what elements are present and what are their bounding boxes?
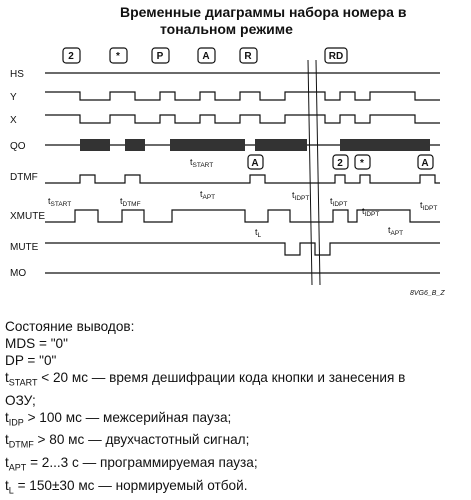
signal-label-mo: MO — [10, 268, 26, 279]
key-box-a — [197, 47, 216, 64]
break-mark — [307, 59, 321, 286]
signal-label-dtmf: DTMF — [10, 172, 38, 183]
qo-burst — [340, 139, 430, 151]
signal-label-xmute: XMUTE — [10, 211, 45, 222]
label-t-idpt-1: tIDPT — [292, 190, 309, 202]
dtmf-key-box-a — [247, 154, 264, 170]
key-star: * — [116, 51, 120, 62]
key-box-star — [109, 47, 128, 64]
mute-waveform — [45, 242, 440, 256]
key-a: A — [202, 51, 209, 62]
signal-label-hs: HS — [10, 69, 24, 80]
label-t-start-2: tSTART — [190, 157, 213, 169]
notes-mds: MDS = "0" — [5, 336, 68, 351]
label-t-l: tL — [255, 227, 262, 239]
key-box-2 — [62, 47, 81, 64]
title-line-1: Временные диаграммы набора номера в — [120, 4, 407, 20]
label-t-apt-2: tAPT — [388, 225, 403, 237]
dtmf-key-a2: A — [421, 158, 428, 169]
signal-label-y: Y — [10, 92, 17, 103]
notes-t-dtmf: tDTMF > 80 мс — двухчастотный сигнал; — [5, 432, 250, 451]
dtmf-waveform — [45, 174, 440, 184]
signal-label-qo: QO — [10, 141, 26, 152]
notes-heading: Состояние выводов: — [5, 319, 135, 334]
dtmf-key-a: A — [251, 158, 258, 169]
xmute-waveform — [45, 209, 440, 223]
notes-t-apt: tAPT = 2...3 с — программируемая пауза; — [5, 455, 258, 473]
key-box-p — [151, 47, 170, 64]
figure-code: 8VG6_B_Z — [410, 290, 445, 297]
label-t-start-1: tSTART — [48, 196, 71, 208]
key-2: 2 — [68, 51, 74, 62]
dtmf-key-2: 2 — [337, 158, 343, 169]
key-r: R — [244, 51, 252, 62]
notes-block: Состояние выводов: MDS = "0" DP = "0" tS… — [5, 318, 467, 500]
dtmf-key-box-a2 — [417, 154, 434, 170]
key-box-rd — [324, 47, 348, 64]
label-t-idpt-3: tIDPT — [362, 206, 379, 218]
diagram-title: Временные диаграммы набора номера в тона… — [120, 4, 420, 38]
label-t-dtmf: tDTMF — [120, 196, 141, 208]
qo-burst — [255, 139, 307, 151]
y-waveform — [45, 91, 440, 101]
dtmf-key-box-star — [354, 154, 371, 170]
notes-t-l: tL = 150±30 мс — нормируемый отбой. — [5, 477, 248, 496]
qo-burst — [80, 139, 110, 151]
timing-diagram: HS Y X QO DTMF XMUTE MUTE MO 2 * P A R R… — [10, 47, 445, 297]
notes-t-idp: tIDP > 100 мс — межсерийная пауза; — [5, 409, 232, 428]
dtmf-key-star: * — [360, 158, 364, 169]
qo-burst — [125, 139, 145, 151]
key-p: P — [157, 51, 164, 62]
notes-t-start: tSTART < 20 мс — время дешифрации кода к… — [5, 370, 406, 388]
notes-dp: DP = "0" — [5, 353, 57, 368]
x-waveform — [45, 114, 440, 124]
label-t-idpt-2: tIDPT — [330, 196, 347, 208]
label-t-apt-1: tAPT — [200, 189, 215, 201]
signal-label-mute: MUTE — [10, 242, 39, 253]
notes-t-start-2: ОЗУ; — [5, 392, 36, 408]
qo-burst — [170, 139, 245, 151]
key-box-r — [239, 47, 258, 64]
key-rd: RD — [329, 51, 343, 62]
dtmf-key-box-2 — [332, 154, 349, 170]
signal-label-x: X — [10, 115, 17, 126]
title-line-2: тональном режиме — [160, 21, 293, 37]
label-t-idpt-4: tIDPT — [420, 200, 437, 212]
